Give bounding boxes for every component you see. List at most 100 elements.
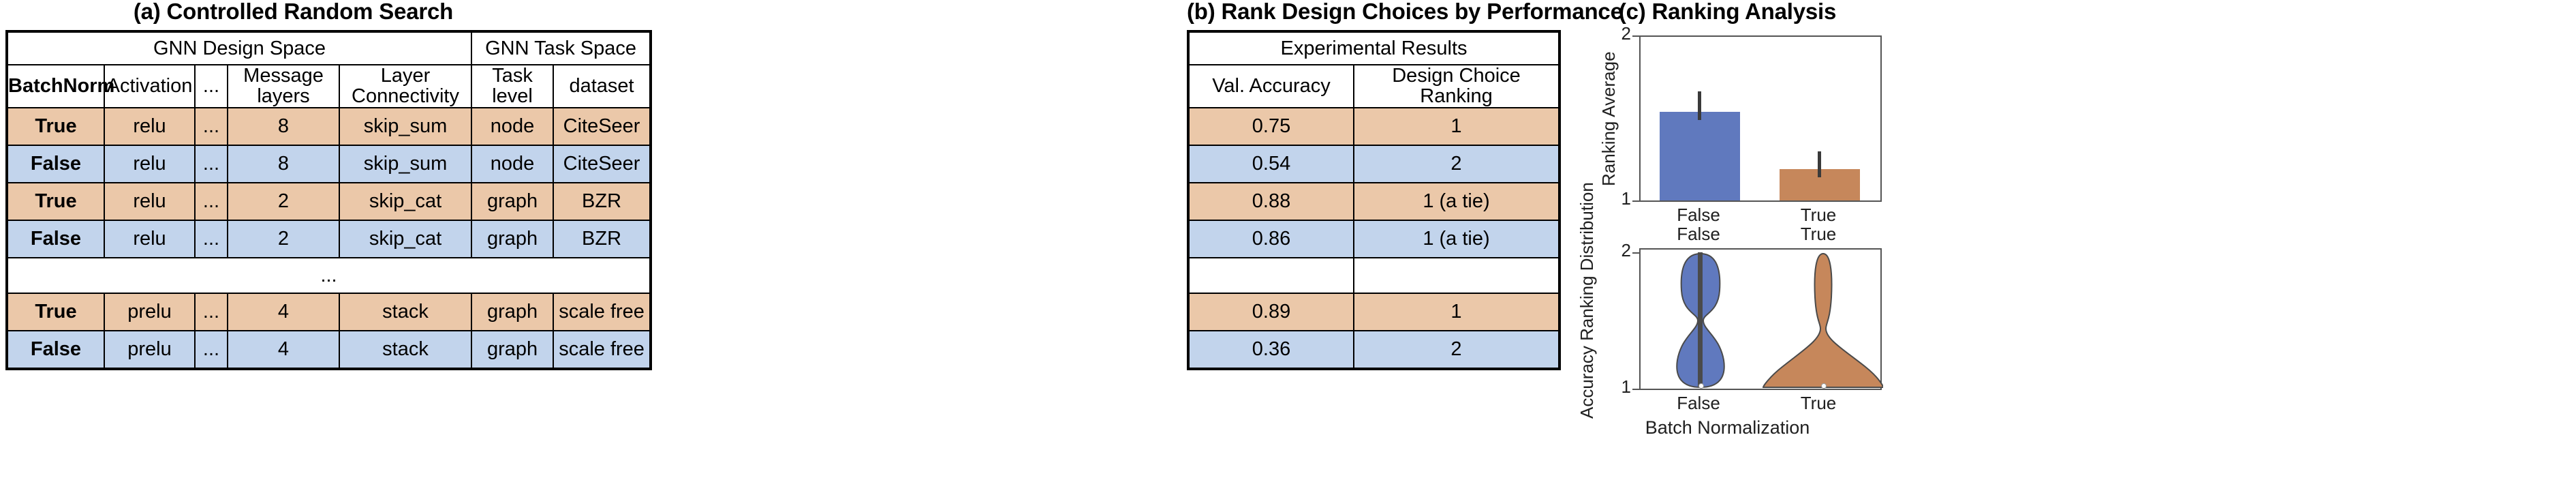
column-header-row: BatchNorm Activation ... Message layers …	[5, 64, 653, 108]
cell-ranking: 2	[1353, 329, 1561, 370]
cell-val-accuracy: 0.36	[1187, 329, 1354, 370]
cell-ellipsis: ...	[194, 219, 228, 258]
cell-ranking: 1 (a tie)	[1353, 219, 1561, 258]
violin-true	[1762, 252, 1883, 388]
violin-shapes	[1676, 252, 1883, 389]
violin-center-dot-false	[1698, 383, 1704, 389]
col-ellipsis: ...	[194, 64, 228, 108]
bar-chart-plot-area	[1639, 35, 1882, 202]
col-message-layers: Message layers	[227, 64, 340, 108]
cell-message-layers: 2	[227, 181, 340, 221]
cell-batchnorm: False	[5, 329, 105, 370]
cell-activation: relu	[104, 106, 196, 146]
panel-rank-design-choices: (b) Rank Design Choices by Performance E…	[1187, 0, 1623, 370]
cell-val-accuracy: 0.75	[1187, 106, 1354, 146]
cell-message-layers: 2	[227, 219, 340, 258]
bar-chart-ytick-mark-top	[1632, 35, 1639, 37]
bar-chart-ylabel: Ranking Average	[1598, 51, 1619, 186]
cell-ellipsis: ...	[194, 144, 228, 183]
panel-controlled-random-search: (a) Controlled Random Search GNN Design …	[5, 0, 653, 370]
cell-batchnorm: True	[5, 181, 105, 221]
panel-a-title: (a) Controlled Random Search	[133, 0, 454, 24]
table-row: False relu ... 2 skip_cat graph BZR	[5, 219, 653, 258]
error-bar-true	[1818, 151, 1821, 177]
violin-xaxis-title: Batch Normalization	[1645, 417, 1810, 438]
cell-ellipsis: ...	[194, 292, 228, 331]
col-design-choice-ranking: Design Choice Ranking	[1353, 64, 1561, 108]
table-row: 0.54 2	[1187, 144, 1561, 183]
bar-chart-ytick-1: 1	[1621, 188, 1631, 209]
group-header-experimental-results: Experimental Results	[1187, 30, 1561, 65]
cell-ranking: 1	[1353, 292, 1561, 331]
cell-val-accuracy-blank	[1187, 256, 1354, 294]
cell-val-accuracy: 0.89	[1187, 292, 1354, 331]
col-task-level: Task level	[471, 64, 555, 108]
violin-xtick-false: False	[1677, 224, 1720, 244]
violin-center-dot-true	[1821, 383, 1827, 389]
table-row-ellipsis: ...	[5, 256, 653, 294]
cell-task-level: graph	[471, 292, 555, 331]
table-row: 0.86 1 (a tie)	[1187, 219, 1561, 258]
violin-ytick-1: 1	[1621, 376, 1631, 397]
cell-layer-connectivity: skip_cat	[338, 181, 473, 221]
cell-activation: prelu	[104, 329, 196, 370]
cell-activation: relu	[104, 181, 196, 221]
cell-message-layers: 4	[227, 329, 340, 370]
col-dataset: dataset	[553, 64, 653, 108]
column-header-row: Val. Accuracy Design Choice Ranking	[1187, 64, 1561, 108]
table-row: 0.36 2	[1187, 329, 1561, 370]
bar-chart-ytick-2: 2	[1621, 23, 1631, 44]
cell-dataset: BZR	[553, 219, 653, 258]
panel-b-title: (b) Rank Design Choices by Performance	[1187, 0, 1623, 24]
cell-layer-connectivity: stack	[338, 292, 473, 331]
cell-task-level: graph	[471, 181, 555, 221]
cell-val-accuracy: 0.88	[1187, 181, 1354, 221]
cell-layer-connectivity: skip_sum	[338, 144, 473, 183]
cell-ellipsis: ...	[194, 181, 228, 221]
cell-ellipsis: ...	[194, 329, 228, 370]
table-row: False prelu ... 4 stack graph scale free	[5, 329, 653, 370]
cell-ranking: 2	[1353, 144, 1561, 183]
design-space-table: GNN Design Space GNN Task Space BatchNor…	[5, 30, 653, 370]
cell-batchnorm: True	[5, 292, 105, 331]
bar-false	[1660, 112, 1740, 200]
cell-val-accuracy: 0.54	[1187, 144, 1354, 183]
panel-c-title: (c) Ranking Analysis	[1618, 0, 1837, 24]
violin-plot-ranking-distribution: Accuracy Ranking Distribution 2 1	[1567, 182, 1888, 453]
cell-task-level: node	[471, 106, 555, 146]
cell-activation: relu	[104, 219, 196, 258]
table-row: True relu ... 8 skip_sum node CiteSeer	[5, 106, 653, 146]
bar-chart-xtick-true: True	[1800, 205, 1837, 225]
table-row: 0.88 1 (a tie)	[1187, 181, 1561, 221]
cell-val-accuracy: 0.86	[1187, 219, 1354, 258]
group-header-design-space: GNN Design Space	[5, 30, 473, 65]
group-header-row: Experimental Results	[1187, 30, 1561, 65]
ranking-analysis-charts: Ranking Average 2 1 False True Accuracy …	[1567, 23, 1888, 453]
error-bar-false	[1698, 91, 1701, 120]
cell-ellipsis: ...	[194, 106, 228, 146]
cell-activation: prelu	[104, 292, 196, 331]
table-row: True relu ... 2 skip_cat graph BZR	[5, 181, 653, 221]
violin-plot-area	[1639, 248, 1883, 390]
cell-ranking: 1	[1353, 106, 1561, 146]
violin-xtick-true-bottom: True	[1800, 393, 1837, 413]
cell-activation: relu	[104, 144, 196, 183]
cell-batchnorm: False	[5, 144, 105, 183]
table-row: True prelu ... 4 stack graph scale free	[5, 292, 653, 331]
cell-dataset: BZR	[553, 181, 653, 221]
group-header-row: GNN Design Space GNN Task Space	[5, 30, 653, 65]
bar-chart-ranking-average: Ranking Average 2 1 False True	[1567, 23, 1888, 228]
bar-chart-xtick-false: False	[1677, 205, 1720, 225]
cell-layer-connectivity: stack	[338, 329, 473, 370]
violin-xtick-true: True	[1800, 224, 1837, 244]
col-val-accuracy: Val. Accuracy	[1187, 64, 1354, 108]
violin-xtick-false-bottom: False	[1677, 393, 1720, 413]
cell-task-level: graph	[471, 219, 555, 258]
cell-task-level: node	[471, 144, 555, 183]
cell-batchnorm: False	[5, 219, 105, 258]
cell-ranking: 1 (a tie)	[1353, 181, 1561, 221]
cell-task-level: graph	[471, 329, 555, 370]
col-layer-connectivity: Layer Connectivity	[338, 64, 473, 108]
cell-dataset: scale free	[553, 329, 653, 370]
